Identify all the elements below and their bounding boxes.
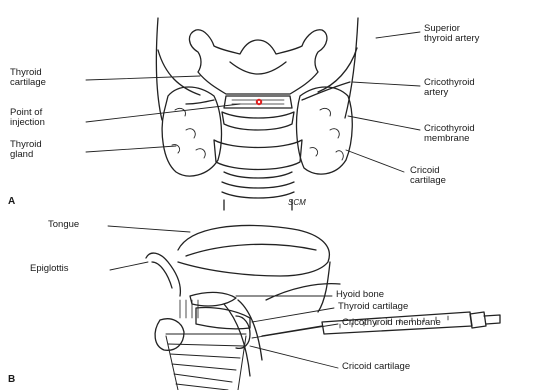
panel-b-letter: B <box>8 374 15 385</box>
panel-a-letter: A <box>8 196 15 207</box>
label-cricothyroid-membrane: Cricothyroid membrane <box>424 124 475 144</box>
label-thyroid-cartilage: Thyroid cartilage <box>10 68 46 88</box>
epiglottis-shape <box>146 253 180 296</box>
label-hyoid-bone: Hyoid bone <box>336 290 384 300</box>
label-cricoid-cartilage: Cricoid cartilage <box>410 166 446 186</box>
tracheal-rings <box>222 172 294 210</box>
trachea-rings-sagittal <box>166 334 246 390</box>
pharynx-outline <box>318 262 330 312</box>
thyroid-cartilage-shape <box>189 30 327 94</box>
label-thyroid-gland: Thyroid gland <box>10 140 42 160</box>
tongue-shape <box>178 226 329 276</box>
thyroid-gland-right-lobe <box>297 87 353 174</box>
label-cricothyroid-artery: Cricothyroid artery <box>424 78 475 98</box>
cricothyroid-artery <box>186 100 214 104</box>
thyroid-isthmus <box>214 140 302 170</box>
artist-signature: SCM <box>288 198 306 208</box>
cricoid-sagittal <box>155 319 184 351</box>
label-point-of-injection: Point of injection <box>10 108 45 128</box>
neck-outline-left <box>156 18 162 120</box>
label-cricothyroid-membrane-b: Cricothyroid membrane <box>342 318 441 328</box>
label-thyroid-cartilage-b: Thyroid cartilage <box>338 302 408 312</box>
label-superior-thyroid-artery: Superior thyroid artery <box>424 24 479 44</box>
cricoid-ring <box>222 112 294 130</box>
label-epiglottis: Epiglottis <box>30 264 69 274</box>
panel-b-drawing <box>146 226 500 390</box>
hyoid-shape <box>190 292 236 306</box>
label-cricoid-cartilage-b: Cricoid cartilage <box>342 362 410 372</box>
label-tongue: Tongue <box>48 220 79 230</box>
panel-a-drawing <box>156 18 358 210</box>
